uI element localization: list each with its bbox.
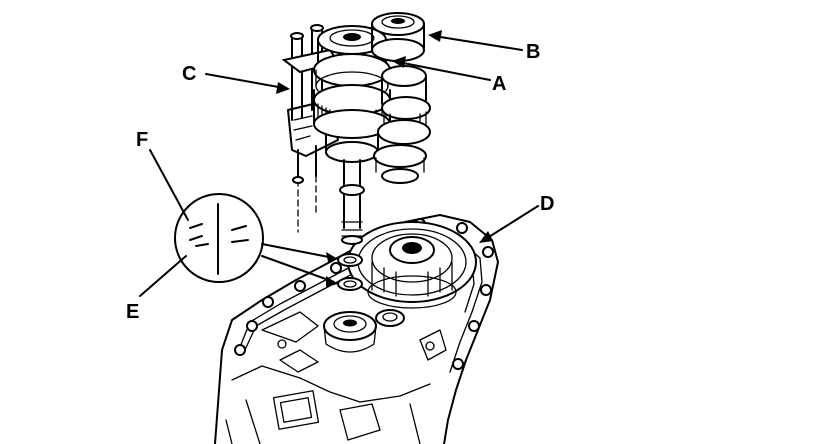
- callout-label-e: E: [126, 301, 139, 323]
- callout-label-f: F: [136, 129, 148, 151]
- callout-label-d: D: [540, 193, 554, 215]
- shaft-assembly: [281, 12, 431, 245]
- callout-label-c: C: [182, 63, 196, 85]
- detail-inset: [174, 193, 338, 287]
- transmission-case: [214, 214, 499, 444]
- callout-label-a: A: [492, 73, 506, 95]
- callout-label-b: B: [526, 41, 540, 63]
- callout-leaders: [139, 30, 539, 297]
